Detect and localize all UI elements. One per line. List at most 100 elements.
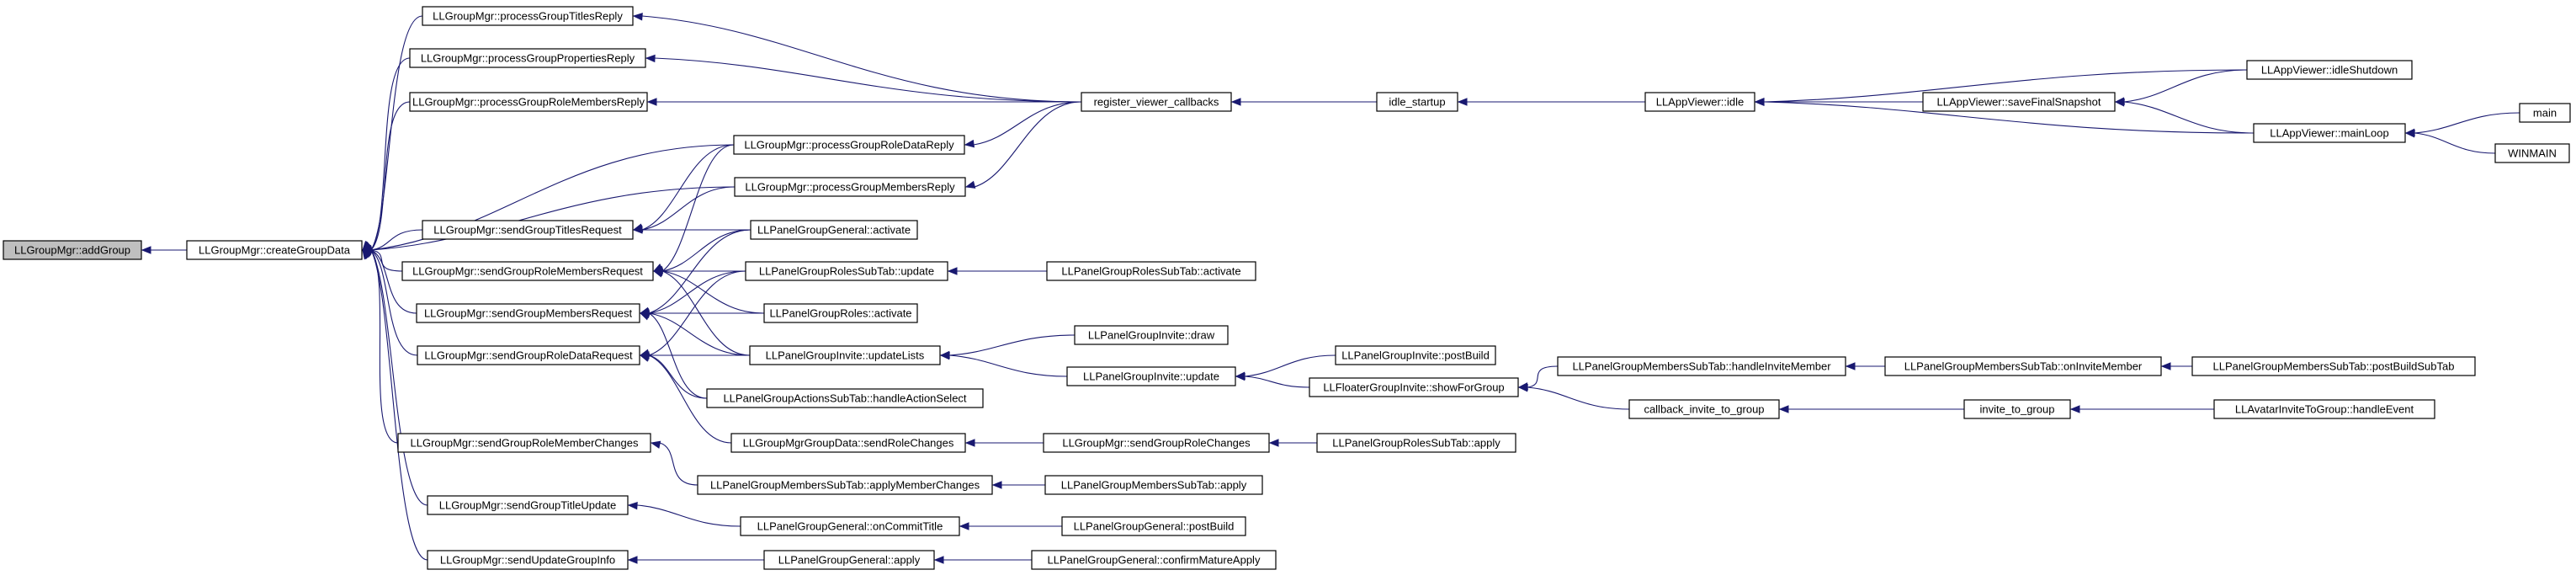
node-idleShutdown[interactable]: LLAppViewer::idleShutdown [2246,60,2413,80]
node-processGroupRoleDataReply[interactable]: LLGroupMgr::processGroupRoleDataReply [733,135,965,155]
node-box [745,261,948,281]
node-box [1628,399,1780,419]
node-label: LLPanelGroupGeneral::apply [778,553,921,566]
node-saveFinalSnapshot[interactable]: LLAppViewer::saveFinalSnapshot [1922,92,2116,112]
edge-line [648,270,746,314]
node-label: LLPanelGroupRolesSubTab::activate [1061,264,1240,277]
edge-line [370,144,735,251]
node-callback-invite-to-group[interactable]: callback_invite_to_group [1628,399,1780,419]
node-sendGroupRoleMembersRequest[interactable]: LLGroupMgr::sendGroupRoleMembersRequest [401,261,654,281]
edge-register-viewer-callbacks-to-processGroupRoleDataReply [964,101,1082,148]
node-box [427,495,629,515]
node-avatarInvite-handleEvent[interactable]: LLAvatarInviteToGroup::handleEvent [2213,399,2435,419]
node-pgRolesSubTab-update[interactable]: LLPanelGroupRolesSubTab::update [745,261,948,281]
node-pgMembersSubTab-applyMemberChanges[interactable]: LLPanelGroupMembersSubTab::applyMemberCh… [697,475,993,495]
edge-line [370,57,411,251]
edge-register-viewer-callbacks-to-processGroupMembersReply [964,101,1082,189]
node-box [1061,516,1246,536]
node-label: LLGroupMgr::processGroupPropertiesReply [421,51,635,64]
edge-line [1763,69,2248,103]
node-pgActionsSubTab-handleActionSelect[interactable]: LLPanelGroupActionsSubTab::handleActionS… [706,388,984,408]
node-sendGroupMembersRequest[interactable]: LLGroupMgr::sendGroupMembersRequest [416,303,640,323]
edge-line [648,354,732,444]
node-label: LLAvatarInviteToGroup::handleEvent [2235,402,2414,415]
node-label: LLPanelGroupMembersSubTab::onInviteMembe… [1904,360,2143,372]
node-processGroupMembersReply[interactable]: LLGroupMgr::processGroupMembersReply [734,177,966,197]
node-pgMembersSubTab-apply[interactable]: LLPanelGroupMembersSubTab::apply [1044,475,1263,495]
node-sendGroupTitleUpdate[interactable]: LLGroupMgr::sendGroupTitleUpdate [427,495,629,515]
node-register-viewer-callbacks[interactable]: register_viewer_callbacks [1081,92,1232,112]
edge-arrowhead [650,440,661,449]
node-box [1043,433,1270,453]
node-pgGeneral-postBuild[interactable]: LLPanelGroupGeneral::postBuild [1061,516,1246,536]
node-mainLoop[interactable]: LLAppViewer::mainLoop [2253,123,2406,143]
edge-arrowhead [1268,439,1279,447]
node-sendGroupRoleChanges[interactable]: LLGroupMgr::sendGroupRoleChanges [1043,433,1270,453]
node-pgInvite-postBuild[interactable]: LLPanelGroupInvite::postBuild [1335,345,1496,365]
node-pgMembersSubTab-handleInviteMember[interactable]: LLPanelGroupMembersSubTab::handleInviteM… [1557,356,1846,376]
node-processGroupPropertiesReply[interactable]: LLGroupMgr::processGroupPropertiesReply [409,48,646,68]
node-sendGroupRoleDataRequest[interactable]: LLGroupMgr::sendGroupRoleDataRequest [417,345,640,365]
node-box [763,550,935,570]
node-pgGeneral-apply[interactable]: LLPanelGroupGeneral::apply [763,550,935,570]
node-pgMembersSubTab-postBuildSubTab[interactable]: LLPanelGroupMembersSubTab::postBuildSubT… [2191,356,2476,376]
node-box [2213,399,2435,419]
node-mgrGroupData-sendRoleChanges[interactable]: LLGroupMgrGroupData::sendRoleChanges [730,433,966,453]
node-pgGeneral-activate[interactable]: LLPanelGroupGeneral::activate [750,220,918,240]
edge-processGroupRoleDataReply-to-sendGroupTitlesRequest [632,144,735,232]
node-label: LLPanelGroupRolesSubTab::apply [1332,436,1500,449]
node-pgMembersSubTab-onInviteMember[interactable]: LLPanelGroupMembersSubTab::onInviteMembe… [1884,356,2162,376]
node-label: LLGroupMgr::sendGroupMembersRequest [424,306,633,319]
edge-pgActionsSubTab-handleActionSelect-to-sendGroupMembersRequest [639,312,708,399]
edge-line [661,270,765,314]
node-addGroup[interactable]: LLGroupMgr::addGroup [3,240,142,260]
node-label: LLGroupMgr::processGroupRoleMembersReply [412,95,645,108]
node-pgInvite-updateLists[interactable]: LLPanelGroupInvite::updateLists [749,345,941,365]
node-main[interactable]: main [2519,103,2571,123]
node-pgRoles-activate[interactable]: LLPanelGroupRoles::activate [763,303,918,323]
node-label: LLFloaterGroupInvite::showForGroup [1323,381,1504,393]
edge-line [370,186,736,251]
node-box [427,550,629,570]
node-pgInvite-draw[interactable]: LLPanelGroupInvite::draw [1074,325,1229,345]
node-idle-startup[interactable]: idle_startup [1376,92,1458,112]
edge-line [648,354,708,399]
edge-line [2123,69,2248,103]
node-pgRolesSubTab-activate[interactable]: LLPanelGroupRolesSubTab::activate [1046,261,1256,281]
node-pgGeneral-confirmMatureApply[interactable]: LLPanelGroupGeneral::confirmMatureApply [1031,550,1277,570]
node-pgRolesSubTab-apply[interactable]: LLPanelGroupRolesSubTab::apply [1316,433,1516,453]
edge-pgGeneral-activate-to-sendGroupTitlesRequest [632,226,751,234]
node-LLAppViewer-idle[interactable]: LLAppViewer::idle [1644,92,1755,112]
node-sendGroupTitlesRequest[interactable]: LLGroupMgr::sendGroupTitlesRequest [422,220,634,240]
node-pgInvite-update[interactable]: LLPanelGroupInvite::update [1066,366,1236,386]
node-box [733,135,965,155]
node-pgGeneral-onCommitTitle[interactable]: LLPanelGroupGeneral::onCommitTitle [740,516,960,536]
edge-line [974,101,1082,188]
edge-arrowhead [2404,130,2415,138]
edge-arrowhead [627,556,638,564]
node-label: LLGroupMgrGroupData::sendRoleChanges [743,436,954,449]
node-sendGroupRoleMemberChanges[interactable]: LLGroupMgr::sendGroupRoleMemberChanges [397,433,651,453]
edge-arrowhead [141,246,151,254]
node-floaterInvite-showForGroup[interactable]: LLFloaterGroupInvite::showForGroup [1309,377,1519,397]
node-processGroupTitlesReply[interactable]: LLGroupMgr::processGroupTitlesReply [422,6,634,26]
node-processGroupRoleMembersReply[interactable]: LLGroupMgr::processGroupRoleMembersReply [409,92,648,112]
node-box [1046,261,1256,281]
node-label: LLGroupMgr::processGroupRoleDataReply [744,138,954,151]
node-box [1031,550,1277,570]
edge-processGroupMembersReply-to-sendGroupTitlesRequest [632,186,736,233]
edge-arrowhead [964,180,976,189]
edge-line [641,15,1082,103]
node-WINMAIN[interactable]: WINMAIN [2494,143,2570,163]
node-invite-to-group[interactable]: invite_to_group [1963,399,2071,419]
node-createGroupData[interactable]: LLGroupMgr::createGroupData [186,240,363,260]
edge-arrowhead [1457,98,1468,106]
edge-line [661,229,752,272]
node-label: LLPanelGroupMembersSubTab::handleInviteM… [1572,360,1831,372]
node-box [401,261,654,281]
edge-arrowhead [1778,405,1789,413]
node-sendUpdateGroupInfo[interactable]: LLGroupMgr::sendUpdateGroupInfo [427,550,629,570]
node-label: LLAppViewer::saveFinalSnapshot [1937,95,2101,108]
edge-pgMembersSubTab-apply-to-pgMembersSubTab-applyMemberChanges [991,481,1045,489]
